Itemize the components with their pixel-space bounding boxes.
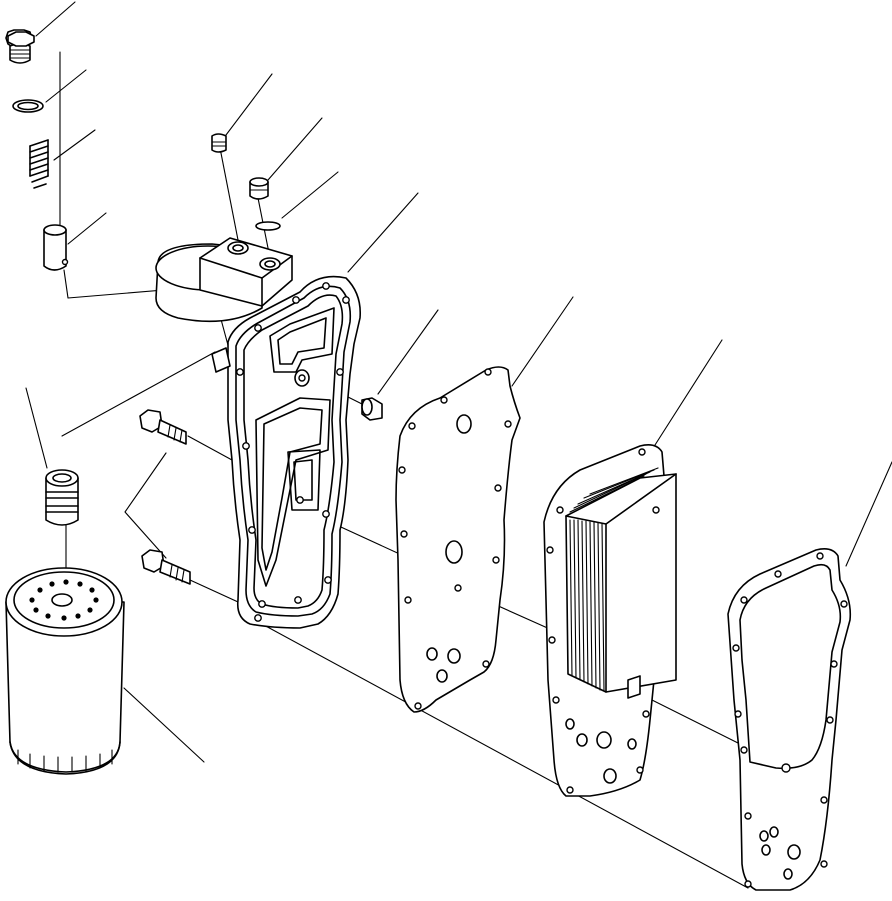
axis-line-bottom-long: [262, 624, 748, 888]
leader-line-rear-gasket: [846, 462, 892, 566]
plug-with-washer: [250, 178, 268, 199]
leader-line-bolts: [125, 453, 166, 558]
leader-line-plug-washer: [268, 118, 322, 180]
oil-filter: [6, 568, 124, 774]
rear-gasket: [728, 549, 850, 890]
axis-line-center: [330, 522, 404, 556]
plug-small: [212, 134, 226, 152]
relief-valve-plug: [6, 30, 34, 63]
valve-piston: [44, 225, 68, 270]
leader-line-nipple: [26, 388, 47, 468]
plug-side: [362, 398, 382, 420]
cooler-gasket: [396, 367, 520, 712]
washer: [256, 222, 280, 230]
filter-nipple: [46, 470, 78, 525]
leader-line-spring: [54, 130, 95, 160]
mounting-bolt-lower: [142, 550, 190, 584]
leader-line-plug-small: [226, 74, 272, 135]
oil-cooler-core: [544, 445, 676, 796]
axis-line-plug-small: [220, 148, 238, 240]
o-ring: [13, 100, 43, 112]
cooler-fin-edges: [570, 520, 604, 691]
leader-line-o-ring: [46, 70, 86, 102]
leader-line-filter: [124, 688, 204, 762]
axis-line-upper-bolt: [188, 436, 232, 460]
mounting-bolt-upper: [140, 410, 186, 444]
leader-line-valve-group: [64, 270, 232, 360]
leader-line-cover: [348, 193, 418, 272]
leader-line-nipple-to-cover: [62, 352, 215, 436]
leader-line-valve-piston: [68, 213, 106, 244]
leader-line-relief-plug: [36, 2, 75, 36]
leader-line-cooler-gasket: [512, 297, 573, 386]
leader-lines: [26, 2, 892, 762]
leader-line-side-plug: [378, 310, 438, 394]
spring: [30, 140, 48, 188]
leader-line-cooler-core: [655, 340, 722, 445]
leader-line-washer: [282, 172, 338, 218]
oil-cooler-cover: [156, 238, 360, 628]
